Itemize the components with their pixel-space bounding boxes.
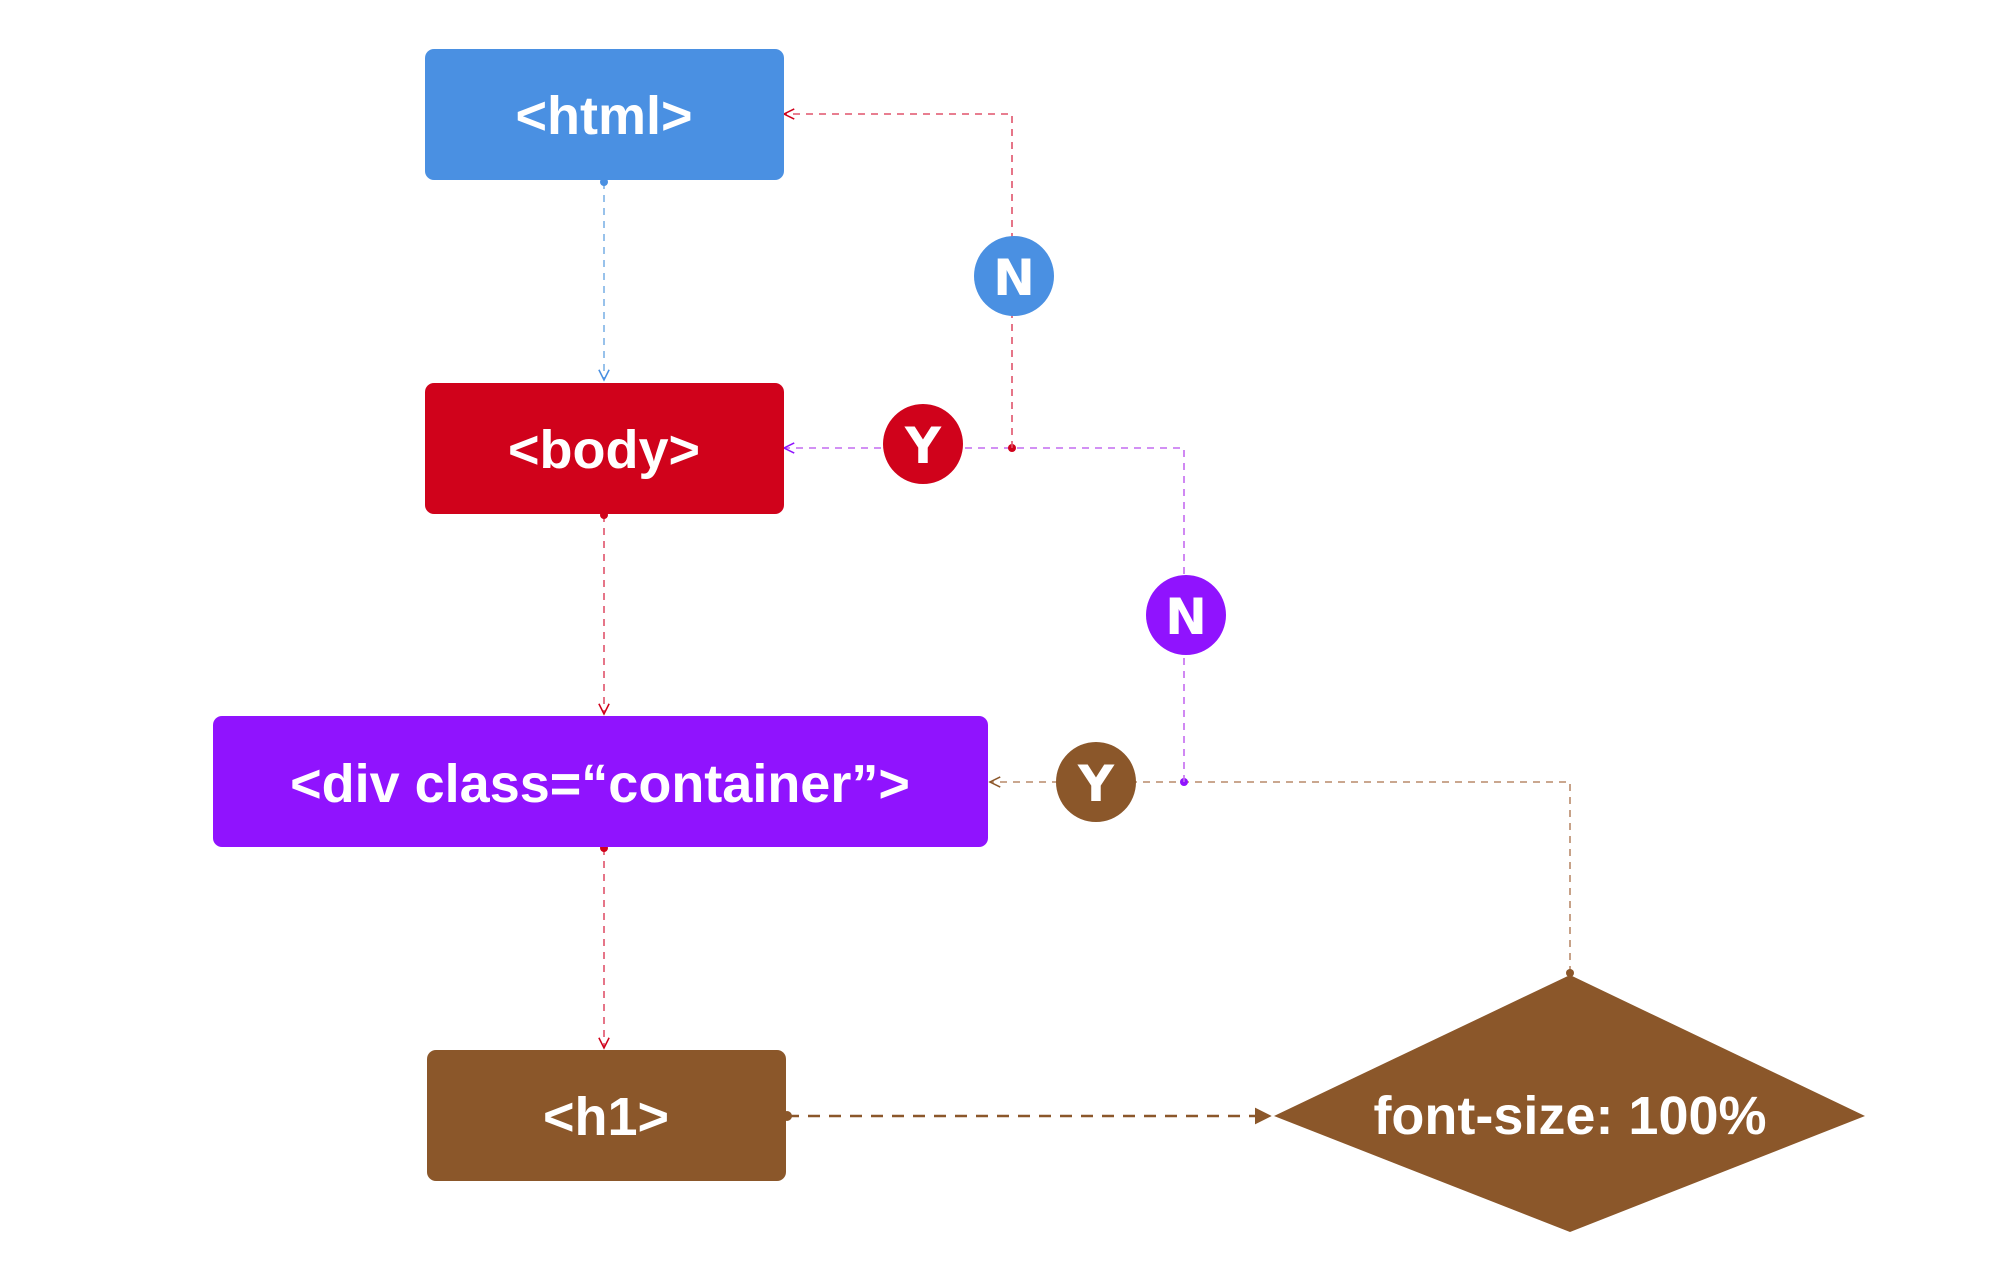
node-h1-label: <h1> [543,1087,669,1147]
node-decision-label: font-size: 100% [1373,1086,1766,1146]
node-h1[interactable]: <h1> [427,1050,786,1181]
node-body-label: <body> [508,420,700,480]
badge-body-no: N [1146,575,1226,655]
connector-dot [1566,969,1574,977]
node-container-label: <div class=“container”> [290,754,910,814]
badge-html-no-label: N [993,249,1035,307]
node-html-label: <html> [515,86,692,146]
node-html[interactable]: <html> [425,49,784,180]
badge-body-no-label: N [1165,588,1207,646]
node-container[interactable]: <div class=“container”> [213,716,988,847]
badge-body-yes: Y [883,404,963,484]
badge-container-yes: Y [1056,742,1136,822]
connector-body-no-to-html [784,114,1013,448]
badge-html-no: N [974,236,1054,316]
badge-body-yes-label: Y [904,417,942,475]
node-decision[interactable]: font-size: 100% [1274,975,1865,1232]
badge-container-yes-label: Y [1077,755,1115,813]
node-body[interactable]: <body> [425,383,784,514]
